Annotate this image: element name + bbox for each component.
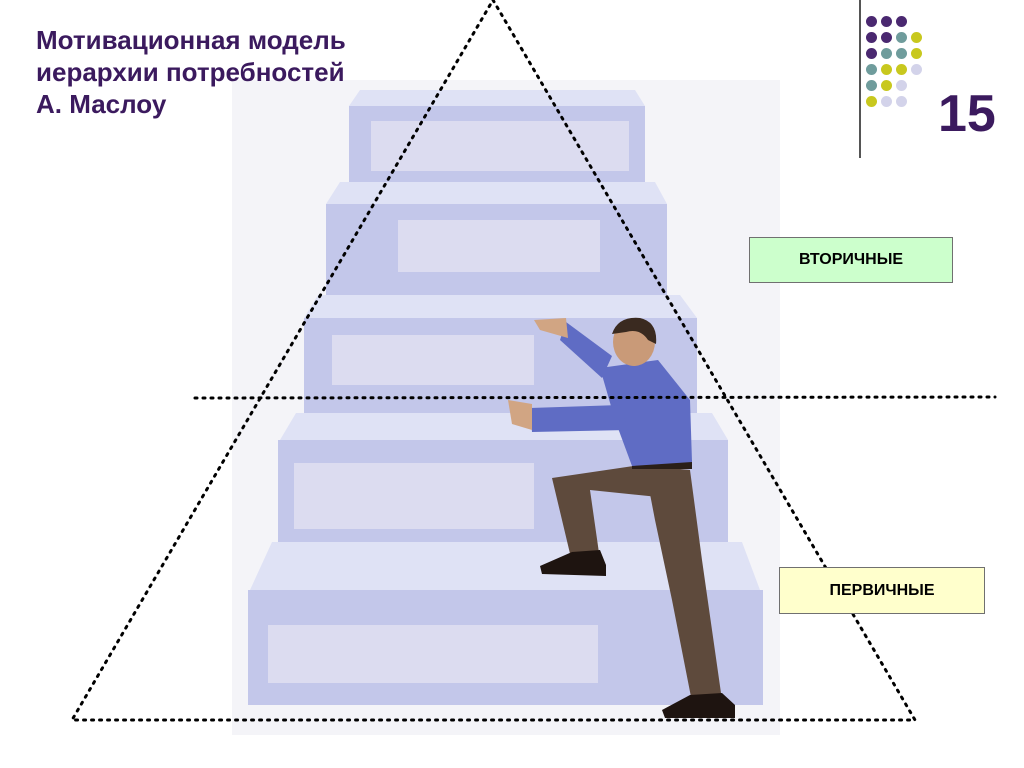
slide-title: Мотивационная модель иерархии потребност… xyxy=(36,24,346,120)
step-panel-2 xyxy=(294,463,534,529)
decorative-dot xyxy=(896,32,907,43)
title-line-3: А. Маслоу xyxy=(36,88,346,120)
decorative-dot xyxy=(896,16,907,27)
slide-number: 15 xyxy=(938,86,996,142)
step-panel-5 xyxy=(371,121,629,171)
decorative-dot xyxy=(866,96,877,107)
step-panel-4 xyxy=(398,220,600,272)
primary-needs-label: ПЕРВИЧНЫЕ xyxy=(779,567,985,614)
decorative-dot xyxy=(911,48,922,59)
decorative-dot xyxy=(866,32,877,43)
decorative-dot xyxy=(896,80,907,91)
decorative-dot xyxy=(896,48,907,59)
decorative-dot xyxy=(911,32,922,43)
title-line-1: Мотивационная модель xyxy=(36,24,346,56)
header-divider xyxy=(859,0,861,158)
secondary-needs-label: ВТОРИЧНЫЕ xyxy=(749,237,953,283)
decorative-dot xyxy=(881,64,892,75)
decorative-dot xyxy=(866,48,877,59)
decorative-dot xyxy=(881,96,892,107)
decorative-dot xyxy=(881,80,892,91)
decorative-dot-grid xyxy=(866,16,944,136)
decorative-dot xyxy=(881,48,892,59)
decorative-dot xyxy=(896,64,907,75)
decorative-dot xyxy=(866,16,877,27)
step-panel-1 xyxy=(268,625,598,683)
step-panel-3 xyxy=(332,335,534,385)
decorative-dot xyxy=(881,32,892,43)
step-5 xyxy=(349,90,645,182)
decorative-dot xyxy=(881,16,892,27)
decorative-dot xyxy=(911,64,922,75)
decorative-dot xyxy=(866,64,877,75)
decorative-dot xyxy=(866,80,877,91)
title-line-2: иерархии потребностей xyxy=(36,56,346,88)
needs-divider-line xyxy=(195,397,995,398)
decorative-dot xyxy=(896,96,907,107)
